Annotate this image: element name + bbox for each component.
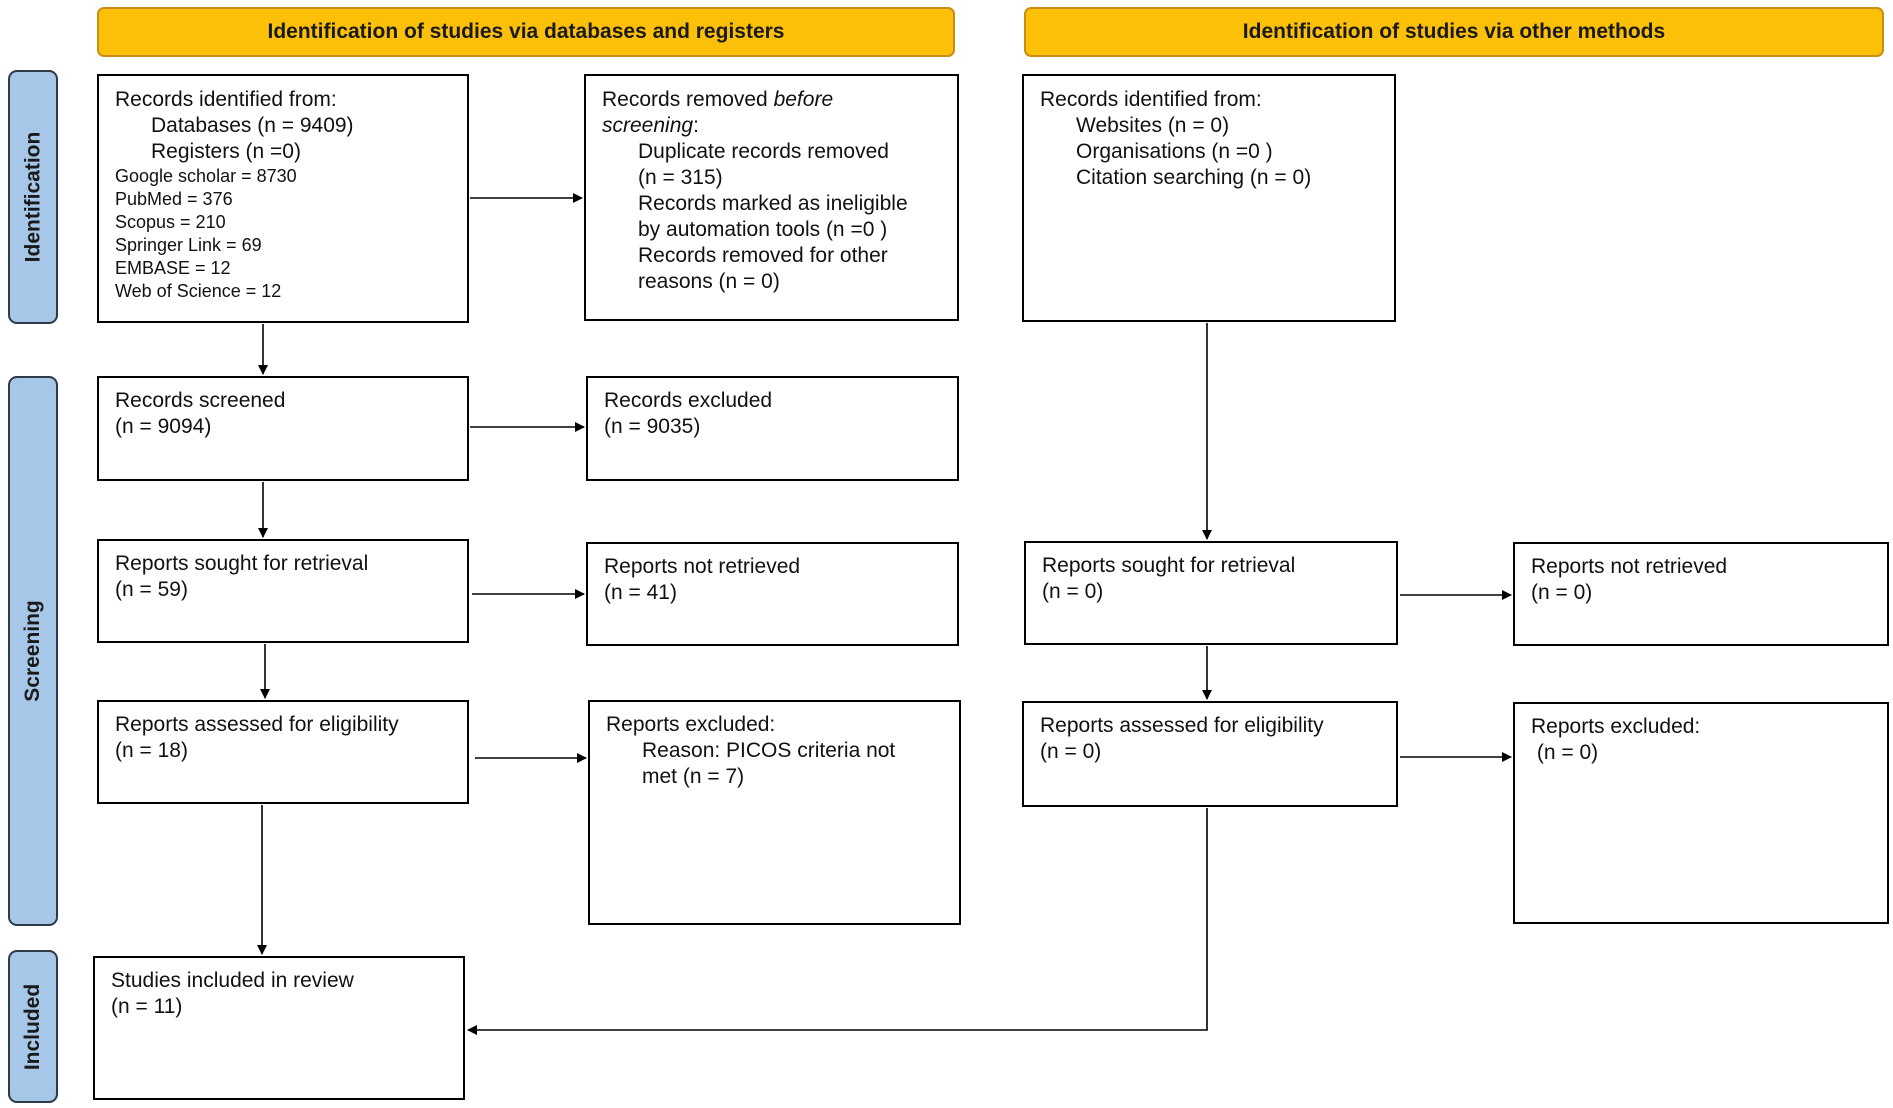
other-reports-not-retrieved-label: Reports not retrieved: [1531, 555, 1728, 578]
studies-included-count: (n = 11): [111, 995, 183, 1018]
other-reports-not-retrieved-count: (n = 0): [1531, 581, 1593, 604]
source-springer-link: Springer Link = 69: [115, 235, 262, 255]
websites-count: Websites (n = 0): [1076, 114, 1230, 137]
duplicates-count: (n = 315): [638, 166, 723, 189]
reports-not-retrieved-box: Reports not retrieved (n = 41): [586, 542, 959, 646]
citation-searching-count: Citation searching (n = 0): [1076, 166, 1312, 189]
header-databases-label: Identification of studies via databases …: [267, 20, 785, 43]
other-reports-sought-count: (n = 0): [1042, 580, 1104, 603]
phase-identification: Identification: [8, 70, 58, 324]
reports-assessed-label: Reports assessed for eligibility: [115, 713, 399, 736]
records-removed-title-2: screening:: [602, 114, 699, 137]
other-records-identified-box: Records identified from: Websites (n = 0…: [1022, 74, 1396, 322]
registers-count: Registers (n =0): [151, 140, 301, 163]
reports-not-retrieved-label: Reports not retrieved: [604, 555, 801, 578]
reports-excluded-reason-count: met (n = 7): [642, 765, 745, 788]
arrow-other-assessed-to-included: [467, 808, 1208, 1035]
other-removed-count: reasons (n = 0): [638, 270, 780, 293]
studies-included-label: Studies included in review: [111, 969, 354, 992]
source-web-of-science: Web of Science = 12: [115, 281, 282, 301]
header-databases-registers: Identification of studies via databases …: [97, 7, 955, 57]
header-other-label: Identification of studies via other meth…: [1242, 20, 1666, 43]
other-reports-sought-box: Reports sought for retrieval (n = 0): [1024, 541, 1398, 645]
records-removed-title: Records removed before: [602, 88, 834, 111]
other-reports-excluded-count: (n = 0): [1531, 741, 1599, 764]
source-pubmed: PubMed = 376: [115, 189, 233, 209]
records-screened-label: Records screened: [115, 389, 286, 412]
header-other-methods: Identification of studies via other meth…: [1024, 7, 1884, 57]
reports-sought-box: Reports sought for retrieval (n = 59): [97, 539, 469, 643]
reports-excluded-reason: Reason: PICOS criteria not: [642, 739, 896, 762]
records-identified-title: Records identified from:: [115, 88, 337, 111]
source-google-scholar: Google scholar = 8730: [115, 166, 297, 186]
other-reports-assessed-label: Reports assessed for eligibility: [1040, 714, 1324, 737]
records-removed-box: Records removed before screening: Duplic…: [584, 74, 959, 321]
organisations-count: Organisations (n =0 ): [1076, 140, 1273, 163]
records-excluded-box: Records excluded (n = 9035): [586, 376, 959, 481]
records-excluded-count: (n = 9035): [604, 415, 701, 438]
other-reports-excluded-label: Reports excluded:: [1531, 715, 1701, 738]
source-scopus: Scopus = 210: [115, 212, 226, 232]
other-reports-not-retrieved-box: Reports not retrieved (n = 0): [1513, 542, 1889, 646]
source-embase: EMBASE = 12: [115, 258, 231, 278]
other-reports-excluded-box: Reports excluded: (n = 0): [1513, 702, 1889, 924]
reports-assessed-box: Reports assessed for eligibility (n = 18…: [97, 700, 469, 804]
other-records-identified-title: Records identified from:: [1040, 88, 1262, 111]
reports-assessed-count: (n = 18): [115, 739, 188, 762]
reports-excluded-box: Reports excluded: Reason: PICOS criteria…: [588, 700, 961, 925]
other-reports-assessed-box: Reports assessed for eligibility (n = 0): [1022, 701, 1398, 807]
phase-screening: Screening: [8, 376, 58, 926]
records-screened-count: (n = 9094): [115, 415, 212, 438]
ineligible-count: by automation tools (n =0 ): [638, 218, 888, 241]
reports-excluded-label: Reports excluded:: [606, 713, 776, 736]
reports-sought-label: Reports sought for retrieval: [115, 552, 369, 575]
other-removed-label: Records removed for other: [638, 244, 888, 267]
studies-included-box: Studies included in review (n = 11): [93, 956, 465, 1100]
other-reports-assessed-count: (n = 0): [1040, 740, 1102, 763]
phase-included: Included: [8, 950, 58, 1103]
records-excluded-label: Records excluded: [604, 389, 773, 412]
duplicates-label: Duplicate records removed: [638, 140, 889, 163]
records-screened-box: Records screened (n = 9094): [97, 376, 469, 481]
databases-count: Databases (n = 9409): [151, 114, 354, 137]
records-identified-box: Records identified from: Databases (n = …: [97, 74, 469, 323]
reports-sought-count: (n = 59): [115, 578, 188, 601]
ineligible-label: Records marked as ineligible: [638, 192, 908, 215]
other-reports-sought-label: Reports sought for retrieval: [1042, 554, 1296, 577]
reports-not-retrieved-count: (n = 41): [604, 581, 677, 604]
